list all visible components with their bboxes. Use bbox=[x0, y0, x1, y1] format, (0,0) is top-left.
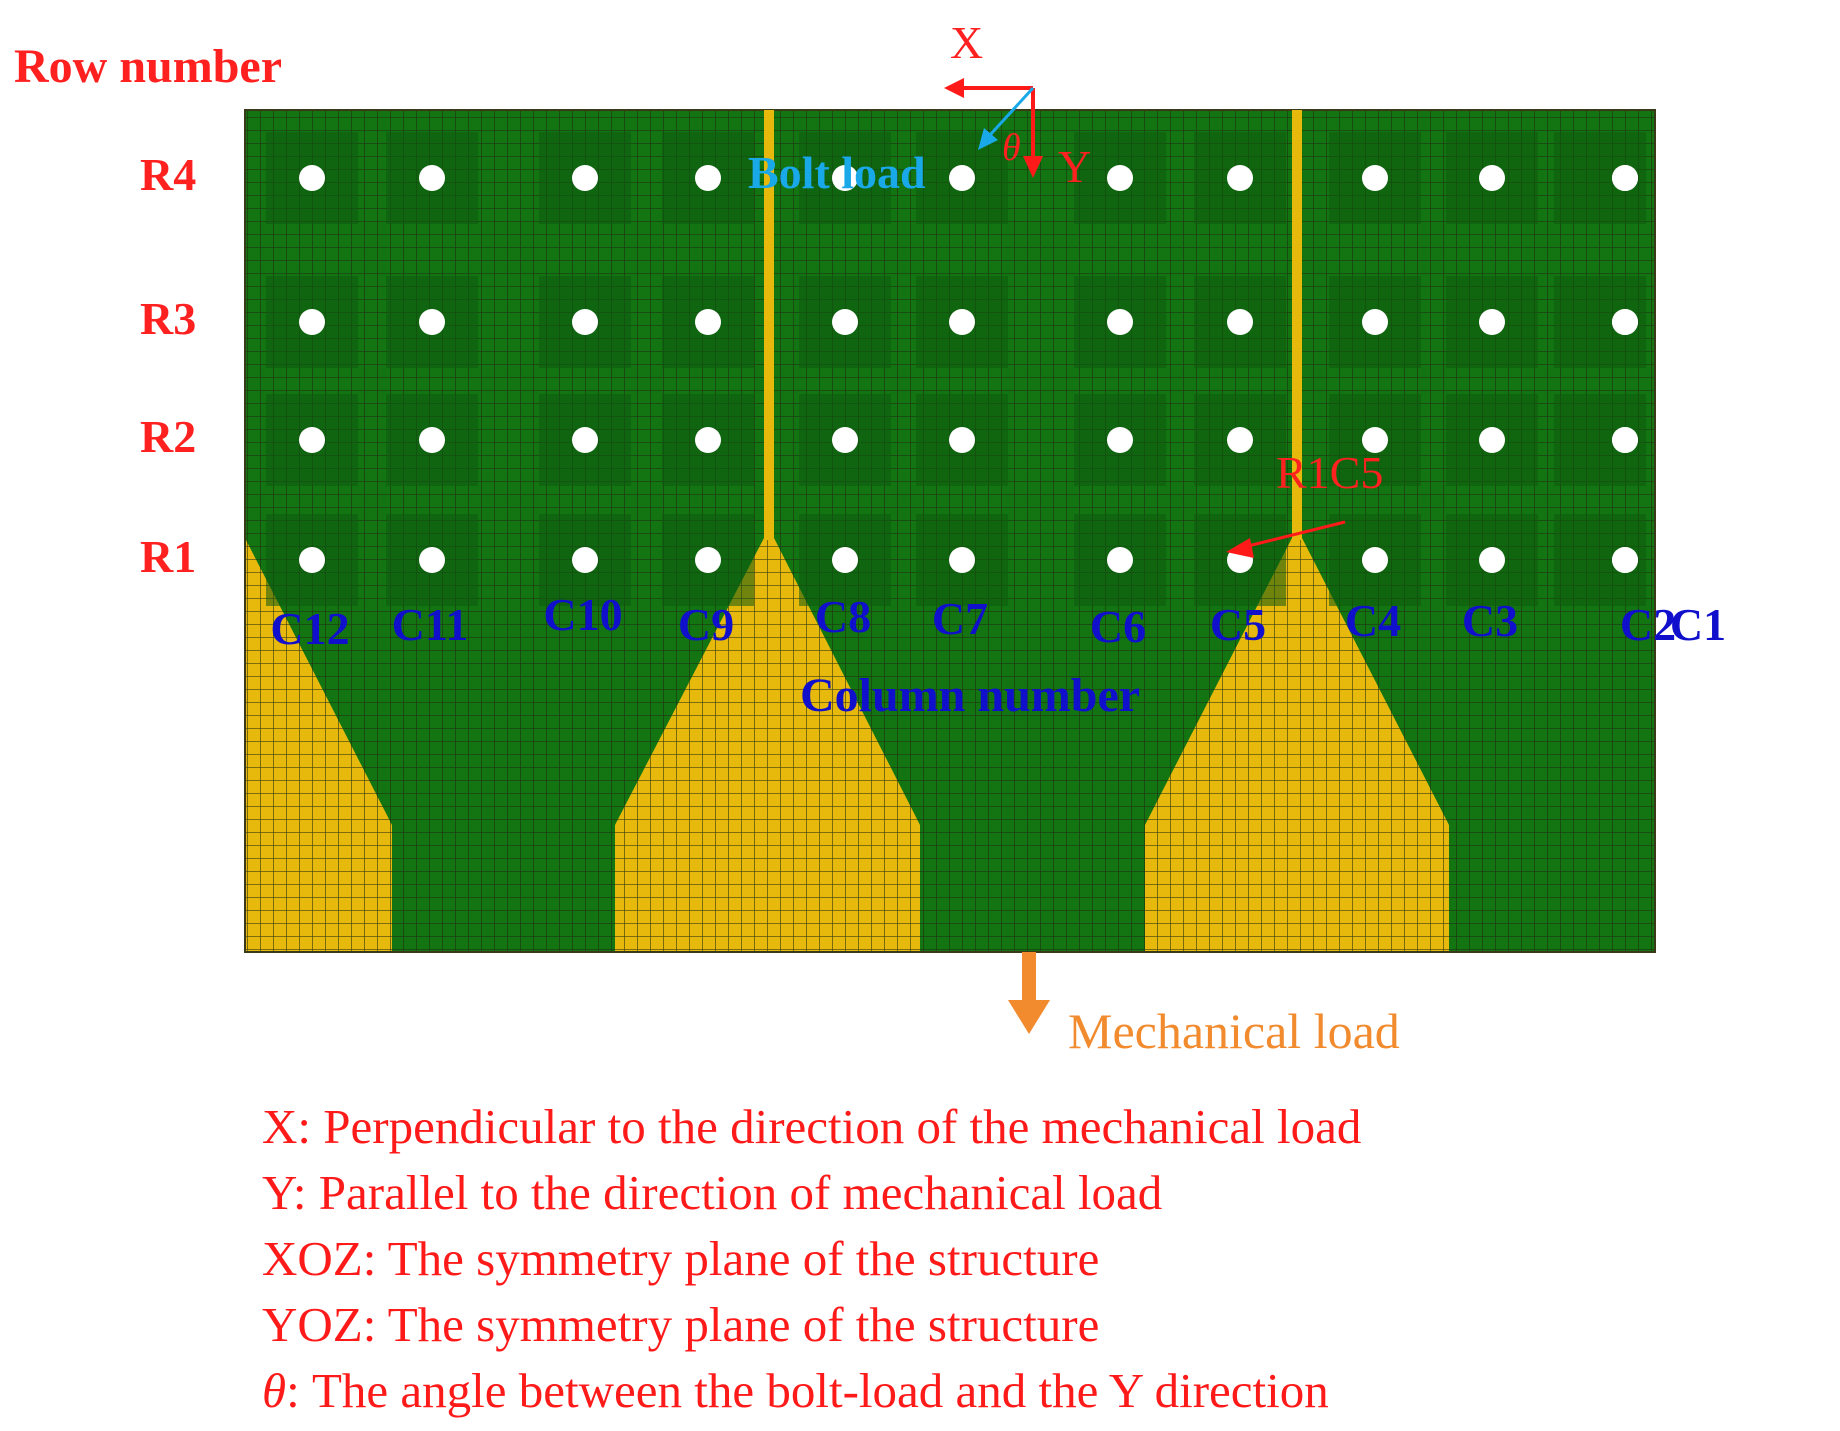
axis-glyph bbox=[944, 78, 1043, 178]
bolt-hole-r2c5 bbox=[1227, 427, 1253, 453]
bolt-hole-r2c9 bbox=[695, 427, 721, 453]
bolt-hole-r1c10 bbox=[572, 547, 598, 573]
bolt-hole-r3c10 bbox=[572, 309, 598, 335]
bolt-hole-r4c11 bbox=[419, 165, 445, 191]
bolt-hole-r1c6 bbox=[1107, 547, 1133, 573]
bolt-hole-r4c3 bbox=[1479, 165, 1505, 191]
bolt-load-label: Bolt load bbox=[748, 147, 926, 198]
callout-arrowhead bbox=[1226, 538, 1254, 558]
column-label-c6: C6 bbox=[1090, 601, 1146, 652]
row-label-r3: R3 bbox=[140, 293, 196, 344]
bolt-hole-r3c8 bbox=[832, 309, 858, 335]
column-label-c10: C10 bbox=[543, 589, 622, 640]
bolt-hole-r3c11 bbox=[419, 309, 445, 335]
column-label-c12: C12 bbox=[270, 603, 349, 654]
column-label-c1: C1 bbox=[1670, 599, 1726, 650]
bolt-hole-r4c12 bbox=[299, 165, 325, 191]
row-number-title: Row number bbox=[14, 40, 282, 93]
bolt-hole-r3c7 bbox=[949, 309, 975, 335]
column-number-title: Column number bbox=[800, 669, 1140, 722]
bolt-hole-r1c7 bbox=[949, 547, 975, 573]
mechanical-load-label: Mechanical load bbox=[1068, 1003, 1400, 1059]
bolt-hole-r4c4 bbox=[1362, 165, 1388, 191]
bolt-hole-r3c5 bbox=[1227, 309, 1253, 335]
bolt-hole-r4c9 bbox=[695, 165, 721, 191]
row-label-r4: R4 bbox=[140, 149, 196, 200]
bolt-hole-r1c4 bbox=[1362, 547, 1388, 573]
bolt-hole-r4c6 bbox=[1107, 165, 1133, 191]
row-label-r1: R1 bbox=[140, 531, 196, 582]
callout-label: R1C5 bbox=[1276, 447, 1383, 498]
legend-item-theta: θ: The angle between the bolt-load and t… bbox=[262, 1363, 1329, 1418]
bolt-hole-r3c4 bbox=[1362, 309, 1388, 335]
legend-item-yoz: YOZ: The symmetry plane of the structure bbox=[262, 1297, 1100, 1352]
bolt-hole-r2c7 bbox=[949, 427, 975, 453]
bolt-hole-r2c12 bbox=[299, 427, 325, 453]
bolt-hole-r2c10 bbox=[572, 427, 598, 453]
bolt-hole-r4c5 bbox=[1227, 165, 1253, 191]
bolt-hole-r1c11 bbox=[419, 547, 445, 573]
legend-item-xoz: XOZ: The symmetry plane of the structure bbox=[262, 1231, 1100, 1286]
bolt-hole-r2c2 bbox=[1612, 427, 1638, 453]
column-label-c7: C7 bbox=[932, 593, 988, 644]
bolt-hole-r2c4 bbox=[1362, 427, 1388, 453]
axis-y-label: Y bbox=[1058, 141, 1091, 192]
bolt-hole-r3c6 bbox=[1107, 309, 1133, 335]
bolt-hole-r4c8 bbox=[832, 165, 858, 191]
column-label-c3: C3 bbox=[1462, 595, 1518, 646]
callout-arrow bbox=[1239, 520, 1346, 550]
bolt-hole-r4c2 bbox=[1612, 165, 1638, 191]
row-label-r2: R2 bbox=[140, 411, 196, 462]
bolt-hole-r4c10 bbox=[572, 165, 598, 191]
mechanical-load-arrow bbox=[1008, 952, 1050, 1034]
column-label-c11: C11 bbox=[392, 599, 469, 650]
column-label-c9: C9 bbox=[678, 599, 734, 650]
bolt-hole-r4c7 bbox=[949, 165, 975, 191]
column-label-c5: C5 bbox=[1210, 599, 1266, 650]
bolt-hole-r3c2 bbox=[1612, 309, 1638, 335]
gap-strip-left bbox=[764, 110, 774, 540]
axis-x-label: X bbox=[950, 17, 983, 68]
bolt-hole-r2c6 bbox=[1107, 427, 1133, 453]
bolt-hole-r1c8 bbox=[832, 547, 858, 573]
bolt-hole-r2c8 bbox=[832, 427, 858, 453]
gap-strip-right bbox=[1292, 110, 1302, 540]
legend-item-x: X: Perpendicular to the direction of the… bbox=[262, 1099, 1362, 1154]
column-label-c2: C2 bbox=[1620, 599, 1676, 650]
bolt-hole-r3c9 bbox=[695, 309, 721, 335]
bolt-hole-r2c11 bbox=[419, 427, 445, 453]
legend-item-y: Y: Parallel to the direction of mechanic… bbox=[262, 1165, 1163, 1220]
bolt-hole-r1c9 bbox=[695, 547, 721, 573]
bolt-hole-r1c3 bbox=[1479, 547, 1505, 573]
bolt-hole-r1c12 bbox=[299, 547, 325, 573]
column-label-c8: C8 bbox=[815, 591, 871, 642]
column-label-c4: C4 bbox=[1345, 595, 1401, 646]
bolt-hole-r1c2 bbox=[1612, 547, 1638, 573]
axis-theta-label: θ bbox=[1002, 127, 1021, 169]
bolt-hole-r2c3 bbox=[1479, 427, 1505, 453]
bolt-hole-r3c3 bbox=[1479, 309, 1505, 335]
bolt-hole-r3c12 bbox=[299, 309, 325, 335]
